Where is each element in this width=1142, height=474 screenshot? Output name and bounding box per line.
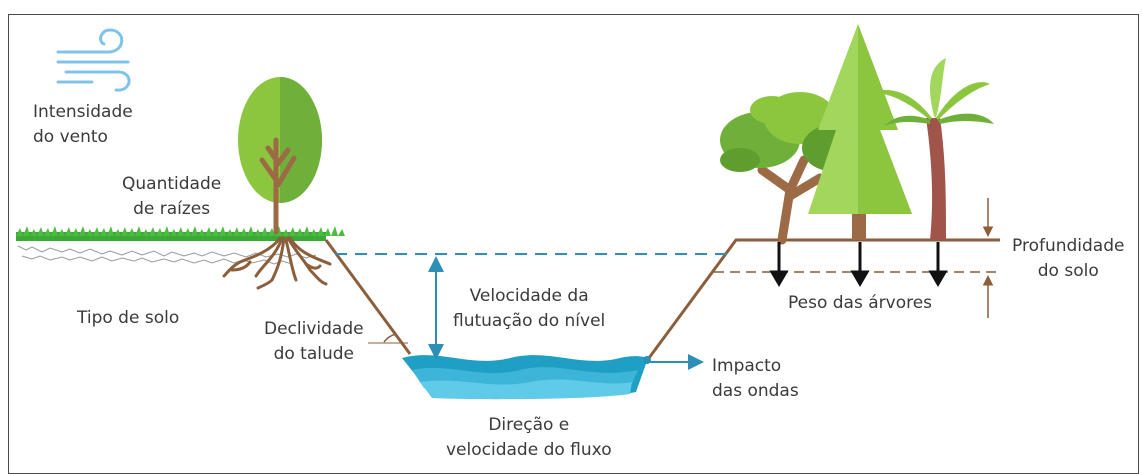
waves-label-line1: Impacto (712, 356, 782, 376)
tree-weight-arrows (769, 242, 948, 287)
flow-label-line2: velocidade do fluxo (446, 440, 612, 460)
depth-label-line1: Profundidade (1012, 236, 1125, 256)
palm-tree-icon (872, 58, 994, 240)
slope-label-line2: do talude (273, 344, 355, 364)
grass-strip (16, 226, 345, 241)
waves-label-line2: das ondas (712, 381, 799, 401)
riverbank-diagram (16, 24, 1000, 400)
wind-label-line1: Intensidade (33, 102, 133, 122)
roots-label-line1: Quantidade (122, 174, 222, 194)
wave-impact-point (643, 356, 651, 364)
wind-label: Intensidade do vento (33, 100, 133, 150)
deciduous-tree-icon (238, 77, 322, 235)
flow-label: Direção e velocidade do fluxo (446, 413, 612, 463)
roots-label-line2: de raízes (133, 199, 211, 219)
tree-weight-label: Peso das árvores (788, 293, 933, 313)
soil-texture (17, 245, 317, 265)
right-bank (644, 238, 1000, 363)
wind-icon (56, 28, 131, 92)
flow-label-line1: Direção e (488, 415, 570, 435)
tree-roots (222, 236, 332, 290)
roots-label: Quantidade de raízes (122, 172, 221, 222)
left-bank (324, 239, 412, 355)
slope-label-line1: Declividade (264, 319, 364, 339)
water-icon (402, 355, 648, 400)
level-label-line2: flutuação do nível (453, 311, 606, 331)
soil-type-label: Tipo de solo (77, 308, 180, 328)
depth-label-line2: do solo (1037, 261, 1099, 281)
pine-tree-icon (808, 24, 912, 240)
wind-label-line2: do vento (33, 127, 108, 147)
slope-angle-arc (383, 333, 397, 343)
level-label-line1: Velocidade da (469, 286, 589, 306)
wave-impact-label: Impacto das ondas (712, 354, 799, 404)
slope-label: Declividade do talude (264, 317, 364, 367)
level-fluctuation-label: Velocidade da flutuação do nível (453, 284, 605, 334)
soil-depth-label: Profundidade do solo (1012, 234, 1124, 284)
